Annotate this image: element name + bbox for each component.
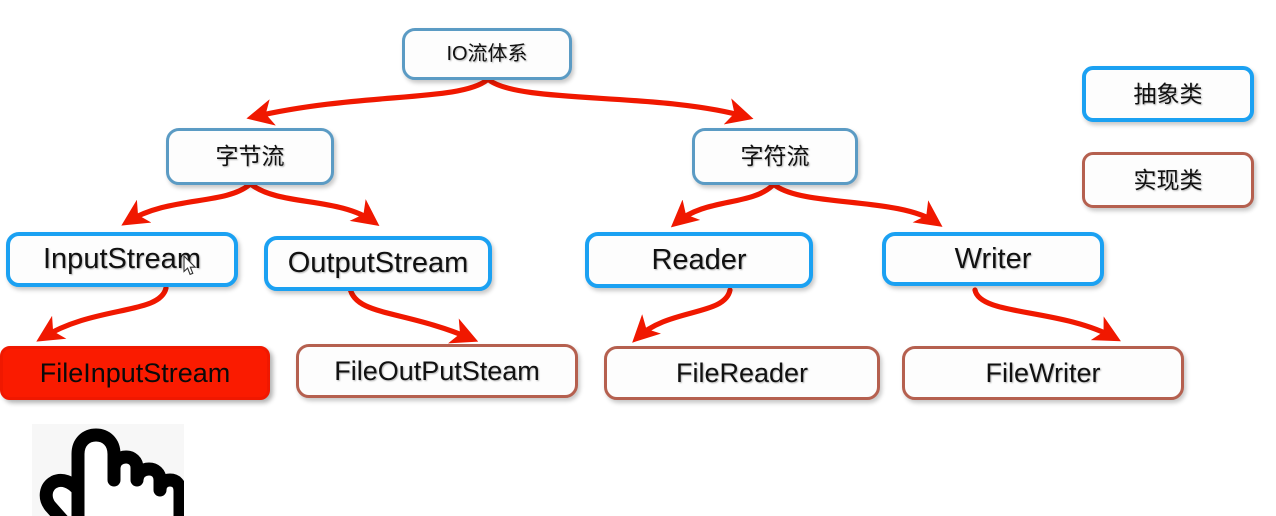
- node-output-stream-label: OutputStream: [287, 247, 469, 280]
- node-root[interactable]: IO流体系: [402, 28, 572, 80]
- edge-root-to-char-stream: [486, 77, 754, 125]
- edge-root-to-byte-stream: [246, 77, 490, 126]
- node-char-stream-label: 字符流: [740, 143, 810, 170]
- node-byte-stream-label: 字节流: [215, 143, 285, 170]
- legend-implementation-class-label: 实现类: [1133, 166, 1203, 193]
- node-output-stream[interactable]: OutputStream: [264, 236, 492, 291]
- node-byte-stream[interactable]: 字节流: [166, 128, 334, 185]
- node-file-input-stream[interactable]: FileInputStream: [0, 346, 270, 400]
- edge-char-stream-to-reader: [670, 183, 775, 228]
- node-file-reader-label: FileReader: [675, 357, 809, 388]
- node-file-output-stream-label: FileOutPutSteam: [334, 355, 540, 386]
- edge-char-stream-to-writer: [773, 183, 943, 227]
- node-file-output-stream[interactable]: FileOutPutSteam: [296, 344, 578, 398]
- node-char-stream[interactable]: 字符流: [692, 128, 858, 185]
- node-writer-label: Writer: [954, 242, 1032, 275]
- edge-byte-stream-to-input-stream: [121, 182, 252, 226]
- pointing-hand-icon: [32, 424, 184, 516]
- edge-input-stream-to-file-input-stream: [36, 285, 169, 342]
- node-file-writer-label: FileWriter: [985, 357, 1101, 388]
- legend-implementation-class[interactable]: 实现类: [1082, 152, 1254, 208]
- node-input-stream-label: InputStream: [43, 243, 201, 276]
- node-file-input-stream-label: FileInputStream: [39, 357, 231, 388]
- node-reader[interactable]: Reader: [585, 232, 813, 288]
- edge-reader-to-file-reader: [632, 287, 733, 343]
- edge-writer-to-file-writer: [972, 287, 1121, 342]
- node-reader-label: Reader: [651, 243, 747, 276]
- edge-output-stream-to-file-output-stream: [347, 285, 479, 344]
- node-file-reader[interactable]: FileReader: [604, 346, 880, 400]
- node-root-label: IO流体系: [446, 42, 528, 65]
- legend-abstract-class[interactable]: 抽象类: [1082, 66, 1254, 122]
- edge-byte-stream-to-output-stream: [249, 182, 380, 226]
- node-writer[interactable]: Writer: [882, 232, 1104, 286]
- legend-abstract-class-label: 抽象类: [1133, 80, 1203, 107]
- node-input-stream[interactable]: InputStream: [6, 232, 238, 287]
- node-file-writer[interactable]: FileWriter: [902, 346, 1184, 400]
